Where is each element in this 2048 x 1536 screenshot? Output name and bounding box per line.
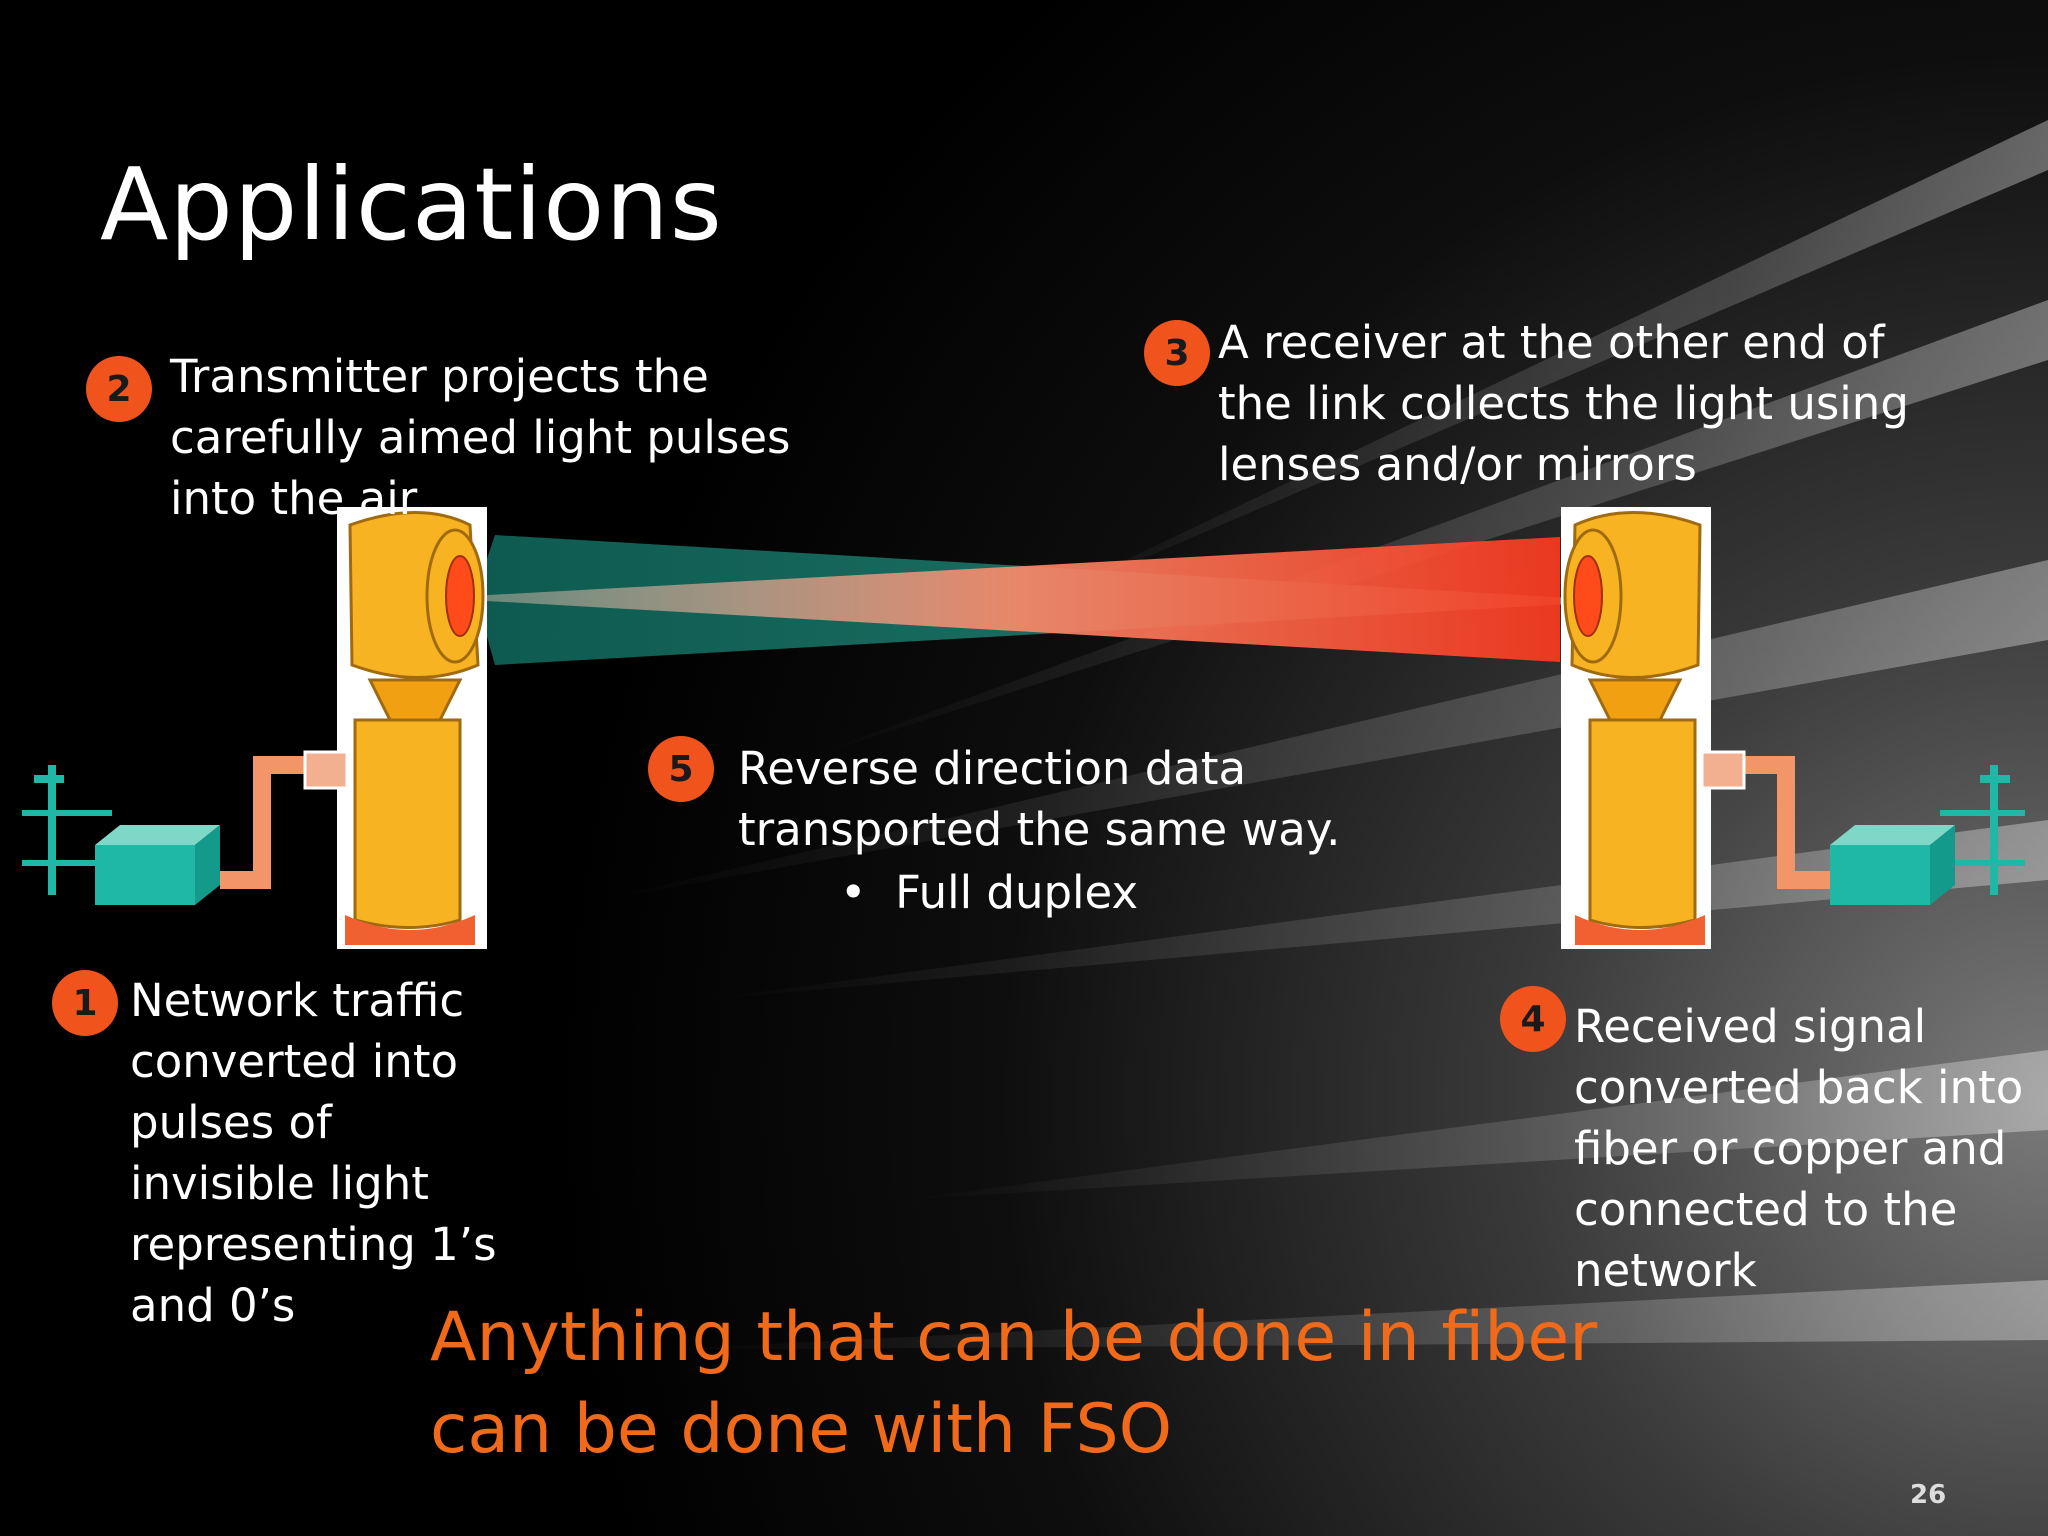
step-number-badge: 3 bbox=[1144, 320, 1210, 386]
page-number: 26 bbox=[1910, 1480, 1947, 1510]
receive-beam bbox=[470, 537, 1560, 662]
step-description: Network traffic converted into pulses of… bbox=[130, 970, 497, 1336]
step-line: Received signal bbox=[1574, 1000, 1927, 1053]
step-number-badge: 5 bbox=[648, 736, 714, 802]
step-number-badge: 1 bbox=[52, 970, 118, 1036]
step-line: into the air bbox=[170, 472, 418, 525]
step-line: transported the same way. bbox=[738, 803, 1341, 856]
step-description: Reverse direction data transported the s… bbox=[738, 738, 1340, 860]
step-line: Transmitter projects the bbox=[170, 350, 709, 403]
right-transceiver bbox=[1561, 507, 2025, 949]
tagline-line: can be done with FSO bbox=[430, 1390, 1173, 1469]
step-line: the link collects the light using bbox=[1218, 377, 1909, 430]
step-line: converted back into bbox=[1574, 1061, 2024, 1114]
step-line: Network traffic bbox=[130, 974, 465, 1027]
bullet-dot-icon: • bbox=[840, 866, 867, 919]
step-line: representing 1’s bbox=[130, 1218, 497, 1271]
step-line: pulses of bbox=[130, 1096, 332, 1149]
step-line: invisible light bbox=[130, 1157, 429, 1210]
step-line: Reverse direction data bbox=[738, 742, 1247, 795]
step-line: connected to the bbox=[1574, 1183, 1958, 1236]
bullet-text: Full duplex bbox=[895, 866, 1139, 919]
step-description: Transmitter projects the carefully aimed… bbox=[170, 346, 791, 529]
step-line: and 0’s bbox=[130, 1279, 296, 1332]
tagline-line: Anything that can be done in fiber bbox=[430, 1298, 1598, 1377]
step-line: network bbox=[1574, 1244, 1757, 1297]
step-line: converted into bbox=[130, 1035, 459, 1088]
step-line: fiber or copper and bbox=[1574, 1122, 2007, 1175]
step-number-badge: 2 bbox=[86, 356, 152, 422]
step-line: lenses and/or mirrors bbox=[1218, 438, 1697, 491]
fso-tagline: Anything that can be done in fiber can b… bbox=[430, 1292, 1597, 1476]
step-bullet: • Full duplex bbox=[840, 862, 1138, 923]
step-description: Received signal converted back into fibe… bbox=[1574, 996, 2023, 1301]
step-line: A receiver at the other end of bbox=[1218, 316, 1885, 369]
step-line: carefully aimed light pulses bbox=[170, 411, 791, 464]
slide-title: Applications bbox=[100, 146, 723, 263]
left-transceiver bbox=[22, 507, 487, 949]
step-number-badge: 4 bbox=[1500, 986, 1566, 1052]
step-description: A receiver at the other end of the link … bbox=[1218, 312, 1909, 495]
